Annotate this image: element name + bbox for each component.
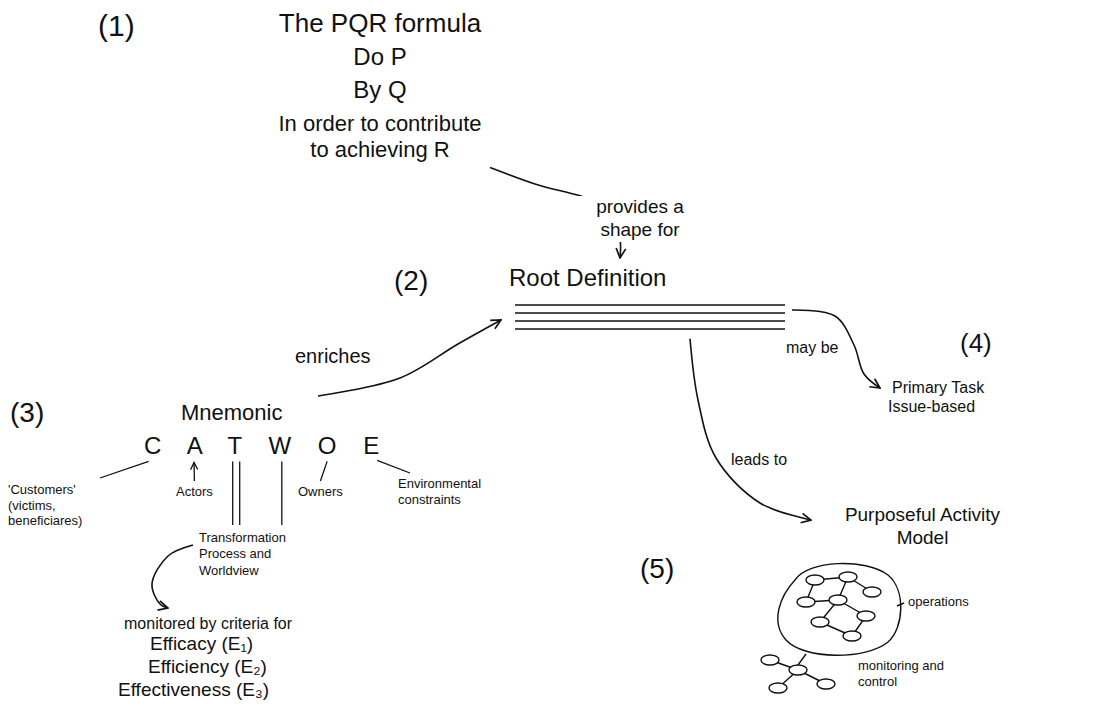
node-text: By Q bbox=[192, 76, 568, 105]
callout-number: (1) bbox=[98, 8, 135, 44]
monitoring-link bbox=[798, 654, 806, 665]
node-text: C A T W O E bbox=[144, 432, 406, 461]
annotation: operations bbox=[908, 594, 969, 610]
rule-line bbox=[515, 320, 785, 322]
callout-number: (3) bbox=[10, 396, 44, 430]
node-text: Root Definition bbox=[509, 264, 786, 293]
node-text: Do P bbox=[192, 43, 568, 72]
activity-node bbox=[839, 572, 857, 582]
leader-line bbox=[377, 460, 410, 473]
leader-line bbox=[281, 461, 282, 525]
node-text: Effectiveness (E₃) bbox=[118, 679, 430, 702]
text-group: Transformation Process and Worldview bbox=[195, 528, 303, 581]
node-text: The PQR formula bbox=[192, 8, 568, 39]
connector-arrow bbox=[152, 545, 193, 608]
monitoring-node bbox=[789, 665, 807, 675]
node-text: Efficacy (E₁) bbox=[150, 633, 430, 656]
rule-line bbox=[515, 328, 785, 330]
node-text: monitored by criteria for bbox=[124, 614, 430, 633]
rule-line bbox=[515, 304, 785, 306]
activity-node bbox=[806, 575, 824, 585]
monitoring-node bbox=[761, 655, 779, 665]
text-group: Mnemonic C A T W O E bbox=[135, 398, 410, 463]
node-text: Transformation Process and Worldview bbox=[199, 530, 299, 579]
text-group: Primary TaskIssue-based bbox=[884, 376, 1014, 418]
leader-line bbox=[320, 461, 327, 481]
text-group: The PQR formula Do P By Q In order to contr… bbox=[188, 6, 572, 166]
activity-node bbox=[829, 595, 847, 605]
activity-node bbox=[797, 597, 815, 607]
text-group: Root Definition bbox=[505, 262, 790, 337]
node-text: Issue-based bbox=[888, 397, 1010, 416]
edge-label: provides a shape for bbox=[578, 196, 702, 242]
annotation: 'Customers' (victims, beneficiares) bbox=[8, 482, 120, 529]
leader-line bbox=[239, 461, 240, 525]
activity-model-outline bbox=[778, 564, 901, 656]
annotation: Owners bbox=[298, 484, 343, 500]
activity-node bbox=[843, 631, 861, 641]
monitoring-node bbox=[769, 683, 787, 693]
activity-node bbox=[857, 611, 875, 621]
node-text: Efficiency (E₂) bbox=[148, 656, 430, 679]
node-text: Mnemonic bbox=[181, 400, 406, 426]
monitoring-node bbox=[817, 679, 835, 689]
edge-label: enriches bbox=[292, 344, 374, 368]
edge-label: leads to bbox=[728, 450, 790, 469]
node-text: In order to contribute to achieving R bbox=[273, 111, 488, 164]
leader-line bbox=[100, 461, 149, 478]
text-group: Purposeful Activity Model bbox=[815, 502, 1030, 552]
edge-label: may be bbox=[783, 338, 841, 357]
callout-number: (5) bbox=[640, 552, 674, 586]
leader-line bbox=[897, 603, 904, 606]
leader-arrow bbox=[193, 462, 195, 481]
activity-node bbox=[863, 587, 881, 597]
annotation: Actors bbox=[176, 484, 213, 500]
activity-node bbox=[811, 617, 829, 627]
annotation: Environmental constraints bbox=[398, 476, 502, 507]
text-group: monitored by criteria forEfficacy (E₁)Ef… bbox=[114, 612, 434, 704]
connector-arrow bbox=[690, 339, 811, 520]
node-text: Purposeful Activity Model bbox=[819, 504, 1026, 550]
callout-number: (4) bbox=[960, 328, 992, 359]
annotation: monitoring and control bbox=[858, 658, 950, 689]
rule-line bbox=[515, 312, 785, 314]
callout-number: (2) bbox=[394, 264, 428, 298]
node-text: Primary Task bbox=[892, 378, 1010, 397]
leader-line bbox=[232, 461, 233, 525]
